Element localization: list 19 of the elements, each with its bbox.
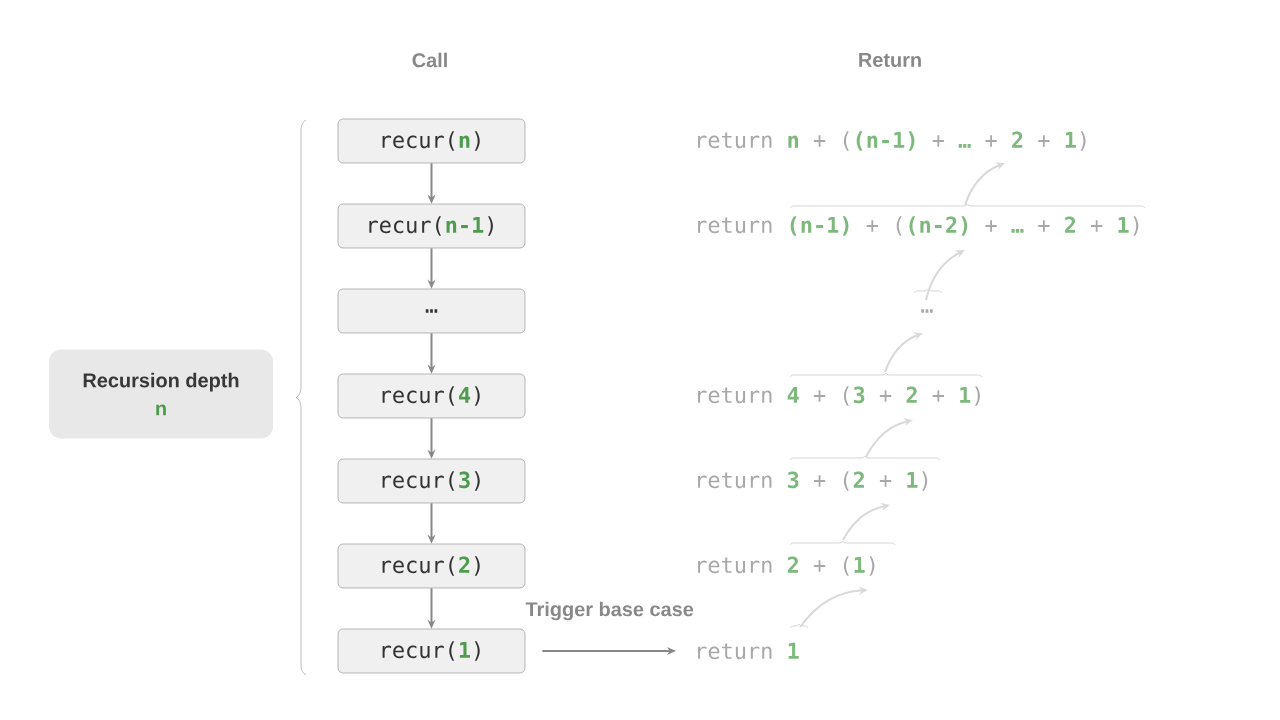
return-expression: return n + ((n-1) + … + 2 + 1)	[698, 131, 1086, 151]
column-header: Call	[412, 52, 447, 68]
call-box: recur(1)	[337, 628, 526, 674]
return-expression: return 2 + (1)	[698, 556, 875, 576]
call-box: recur(4)	[337, 373, 526, 419]
return-expression: return 1	[698, 642, 799, 660]
call-box: recur(n)	[337, 118, 526, 164]
return-expression: return 3 + (2 + 1)	[698, 471, 928, 491]
info-box: Recursion depth n	[49, 349, 273, 439]
call-box: recur(n-1)	[337, 203, 526, 249]
return-expression: return (n-1) + ((n-2) + … + 2 + 1)	[698, 216, 1139, 236]
call-box: recur(2)	[337, 543, 526, 589]
call-box: recur(3)	[337, 458, 526, 504]
call-box: …	[337, 288, 526, 334]
column-header: Return	[859, 53, 921, 67]
curved-arrow	[925, 250, 965, 301]
return-expression: return 4 + (3 + 2 + 1)	[698, 386, 980, 406]
return-expression: …	[921, 309, 933, 313]
edge-label: Trigger base case	[525, 601, 694, 621]
